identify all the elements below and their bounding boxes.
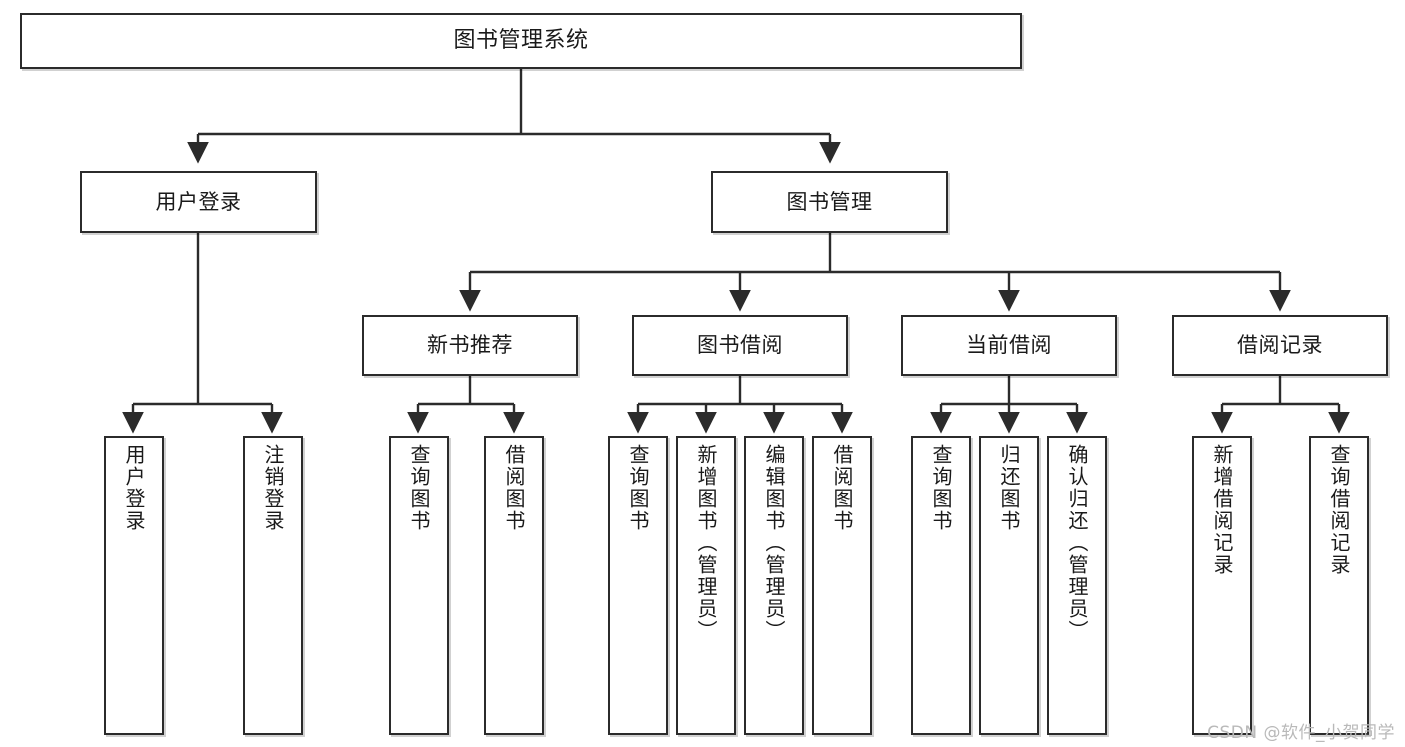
leaf-user-logout[interactable]: 注销登录: [243, 436, 303, 735]
node-label: 用户登录: [155, 189, 242, 214]
node-label: 确认归还（管理员）: [1065, 444, 1089, 642]
leaf-user-login[interactable]: 用户登录: [104, 436, 164, 735]
node-label: 图书管理: [786, 189, 873, 214]
node-label: 编辑图书（管理员）: [762, 444, 786, 642]
node-book-borrow[interactable]: 图书借阅: [632, 315, 848, 376]
node-label: 查询图书: [929, 444, 953, 532]
leaf-add-book-admin[interactable]: 新增图书（管理员）: [676, 436, 736, 735]
node-current-borrow[interactable]: 当前借阅: [901, 315, 1117, 376]
leaf-query-book-current[interactable]: 查询图书: [911, 436, 971, 735]
node-label: 用户登录: [122, 444, 146, 532]
node-label: 借阅记录: [1237, 333, 1323, 358]
node-label: 查询借阅记录: [1327, 444, 1351, 576]
leaf-query-book-borrow[interactable]: 查询图书: [608, 436, 668, 735]
leaf-query-borrow-record[interactable]: 查询借阅记录: [1309, 436, 1369, 735]
leaf-borrow-book[interactable]: 借阅图书: [812, 436, 872, 735]
node-label: 图书借阅: [697, 333, 783, 358]
node-label: 新书推荐: [427, 333, 513, 358]
node-label: 借阅图书: [502, 444, 526, 532]
node-root-system[interactable]: 图书管理系统: [20, 13, 1022, 69]
node-borrow-record[interactable]: 借阅记录: [1172, 315, 1388, 376]
leaf-edit-book-admin[interactable]: 编辑图书（管理员）: [744, 436, 804, 735]
node-label: 当前借阅: [966, 333, 1052, 358]
node-label: 新增图书（管理员）: [694, 444, 718, 642]
node-label: 归还图书: [997, 444, 1021, 532]
node-label: 图书管理系统: [453, 28, 589, 54]
node-new-book-recommend[interactable]: 新书推荐: [362, 315, 578, 376]
node-label: 查询图书: [626, 444, 650, 532]
node-label: 查询图书: [407, 444, 431, 532]
node-label: 借阅图书: [830, 444, 854, 532]
node-label: 注销登录: [261, 444, 285, 532]
csdn-watermark: CSDN @软件_小贺同学: [1207, 723, 1395, 743]
leaf-borrow-book-recommend[interactable]: 借阅图书: [484, 436, 544, 735]
leaf-return-book[interactable]: 归还图书: [979, 436, 1039, 735]
leaf-add-borrow-record[interactable]: 新增借阅记录: [1192, 436, 1252, 735]
node-user-login[interactable]: 用户登录: [80, 171, 317, 233]
leaf-confirm-return-admin[interactable]: 确认归还（管理员）: [1047, 436, 1107, 735]
node-label: 新增借阅记录: [1210, 444, 1234, 576]
leaf-query-book-recommend[interactable]: 查询图书: [389, 436, 449, 735]
node-book-management[interactable]: 图书管理: [711, 171, 948, 233]
